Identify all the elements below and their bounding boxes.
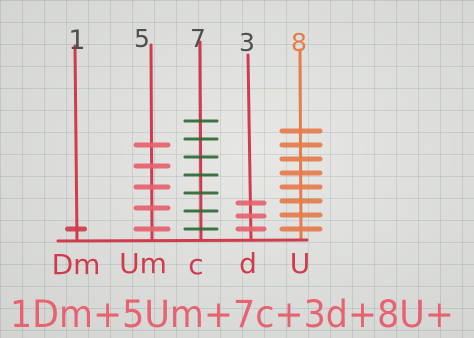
place-value-expression: 1Dm+5Um+7c+3d+8U+ xyxy=(10,293,454,336)
bead-stacks xyxy=(65,119,323,232)
column-digits: 1 5 7 3 8 xyxy=(68,24,307,57)
label-u: U xyxy=(290,247,311,280)
label-d: d xyxy=(239,247,257,280)
label-dm: Dm xyxy=(52,248,101,281)
digit-dm: 1 xyxy=(68,25,85,56)
place-labels: Dm Um c d U xyxy=(52,247,311,281)
digit-u: 8 xyxy=(291,28,307,57)
abacus-base xyxy=(56,238,309,243)
rod-d xyxy=(246,53,253,242)
digit-c: 7 xyxy=(190,24,206,53)
rod-c xyxy=(198,40,203,242)
label-um: Um xyxy=(119,247,167,280)
digit-um: 5 xyxy=(134,24,150,53)
rod-dm xyxy=(73,44,79,242)
label-c: c xyxy=(188,248,203,281)
digit-d: 3 xyxy=(239,28,255,57)
